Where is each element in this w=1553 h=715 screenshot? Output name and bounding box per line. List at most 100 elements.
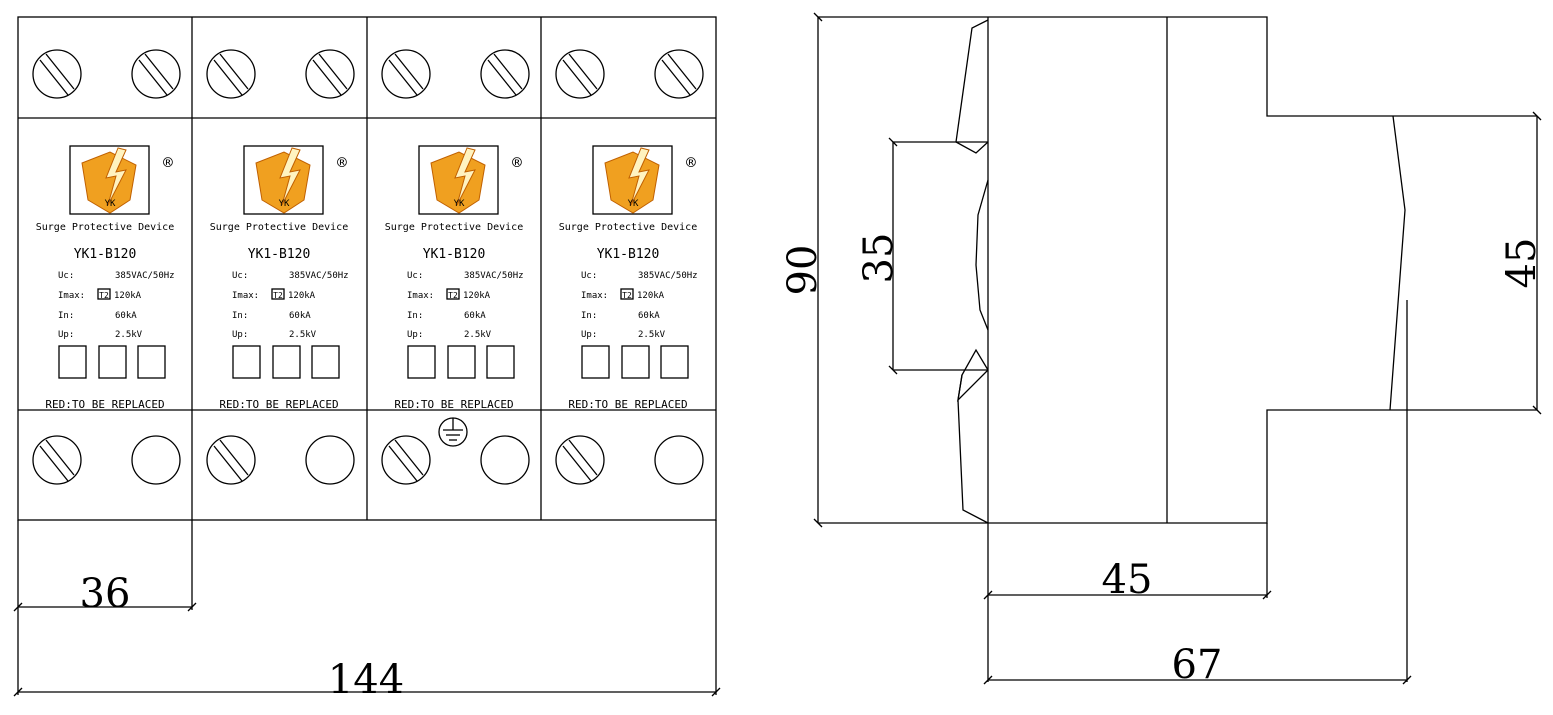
- spec-value: 120kA: [463, 291, 491, 301]
- slotted-screw-icon: [305, 49, 355, 99]
- slotted-screw-icon: [381, 435, 431, 485]
- status-indicator-window: [137, 345, 166, 379]
- spec-label: In:: [232, 311, 248, 321]
- slotted-screw-icon: [480, 49, 530, 99]
- slotted-screw-icon: [206, 435, 256, 485]
- spec-value: 60kA: [638, 311, 660, 321]
- brand-mark: YK: [105, 199, 116, 209]
- terminal-screw-icon: [131, 435, 181, 485]
- brand-mark: YK: [279, 199, 290, 209]
- spec-label: Imax:: [232, 291, 259, 301]
- earth-ground-icon: [438, 417, 468, 447]
- spec-label: Up:: [58, 330, 74, 340]
- slotted-screw-icon: [381, 49, 431, 99]
- dimension-label: 45: [1102, 557, 1153, 603]
- replacement-warning: RED:TO BE REPLACED: [219, 398, 338, 411]
- status-indicator-window: [311, 345, 340, 379]
- model-number: YK1-B120: [74, 247, 137, 262]
- spec-label: Imax:: [407, 291, 434, 301]
- spec-label: In:: [581, 311, 597, 321]
- brand-mark: YK: [628, 199, 639, 209]
- status-indicator-window: [447, 345, 476, 379]
- dimension-module-width: 36: [13, 520, 197, 695]
- status-indicator-window: [407, 345, 436, 379]
- spec-value: 385VAC/50Hz: [115, 271, 175, 281]
- front-view: YK®Surge Protective DeviceYK1-B120Uc:385…: [13, 16, 721, 703]
- spec-value: 2.5kV: [115, 330, 143, 340]
- class-mark: T2: [448, 291, 458, 300]
- spec-label: Up:: [581, 330, 597, 340]
- spec-label: Uc:: [407, 271, 423, 281]
- status-indicator-window: [621, 345, 650, 379]
- registered-mark: ®: [163, 153, 173, 172]
- side-view: 35 90 45 45 67: [780, 12, 1545, 688]
- registered-mark: ®: [337, 153, 347, 172]
- spec-value: 60kA: [289, 311, 311, 321]
- model-number: YK1-B120: [423, 247, 486, 262]
- spec-value: 120kA: [637, 291, 665, 301]
- dimension-label: 90: [780, 245, 826, 296]
- slotted-screw-icon: [654, 49, 704, 99]
- replacement-warning: RED:TO BE REPLACED: [45, 398, 164, 411]
- spec-value: 60kA: [464, 311, 486, 321]
- status-indicator-window: [660, 345, 689, 379]
- status-indicator-window: [98, 345, 127, 379]
- terminal-screw-icon: [480, 435, 530, 485]
- spec-label: Uc:: [581, 271, 597, 281]
- dimension-label: 45: [1499, 238, 1545, 289]
- spec-label: Imax:: [581, 291, 608, 301]
- slotted-screw-icon: [32, 49, 82, 99]
- slotted-screw-icon: [32, 435, 82, 485]
- terminal-screw-icon: [654, 435, 704, 485]
- spec-label: In:: [58, 311, 74, 321]
- spec-label: Up:: [407, 330, 423, 340]
- spec-label: Uc:: [232, 271, 248, 281]
- class-mark: T2: [273, 291, 283, 300]
- replacement-warning: RED:TO BE REPLACED: [394, 398, 513, 411]
- status-indicator-window: [58, 345, 87, 379]
- brand-logo: YK: [592, 145, 673, 215]
- slotted-screw-icon: [131, 49, 181, 99]
- status-indicator-window: [581, 345, 610, 379]
- model-number: YK1-B120: [597, 247, 660, 262]
- model-number: YK1-B120: [248, 247, 311, 262]
- dimension-label: 144: [328, 657, 404, 703]
- spec-value: 385VAC/50Hz: [638, 271, 698, 281]
- class-mark: T2: [622, 291, 632, 300]
- dimension-label: 67: [1172, 642, 1223, 688]
- device-title: Surge Protective Device: [36, 222, 174, 233]
- status-indicator-window: [486, 345, 515, 379]
- replacement-warning: RED:TO BE REPLACED: [568, 398, 687, 411]
- spec-value: 2.5kV: [289, 330, 317, 340]
- spec-value: 385VAC/50Hz: [289, 271, 349, 281]
- slotted-screw-icon: [555, 435, 605, 485]
- spec-value: 385VAC/50Hz: [464, 271, 524, 281]
- class-mark: T2: [99, 291, 109, 300]
- spec-value: 120kA: [288, 291, 316, 301]
- spec-value: 2.5kV: [464, 330, 492, 340]
- spec-value: 2.5kV: [638, 330, 666, 340]
- status-indicator-window: [272, 345, 301, 379]
- terminal-screw-icon: [305, 435, 355, 485]
- dimension-label: 35: [856, 233, 902, 284]
- spec-value: 120kA: [114, 291, 142, 301]
- registered-mark: ®: [686, 153, 696, 172]
- spd-module: YK®Surge Protective DeviceYK1-B120Uc:385…: [206, 49, 355, 485]
- slotted-screw-icon: [555, 49, 605, 99]
- spec-label: Up:: [232, 330, 248, 340]
- device-title: Surge Protective Device: [559, 222, 697, 233]
- brand-mark: YK: [454, 199, 465, 209]
- spec-label: In:: [407, 311, 423, 321]
- spec-label: Uc:: [58, 271, 74, 281]
- status-indicator-window: [232, 345, 261, 379]
- spec-value: 60kA: [115, 311, 137, 321]
- spd-module: YK®Surge Protective DeviceYK1-B120Uc:385…: [381, 49, 530, 485]
- registered-mark: ®: [512, 153, 522, 172]
- brand-logo: YK: [418, 145, 499, 215]
- dimension-label: 36: [80, 571, 131, 617]
- brand-logo: YK: [69, 145, 150, 215]
- brand-logo: YK: [243, 145, 324, 215]
